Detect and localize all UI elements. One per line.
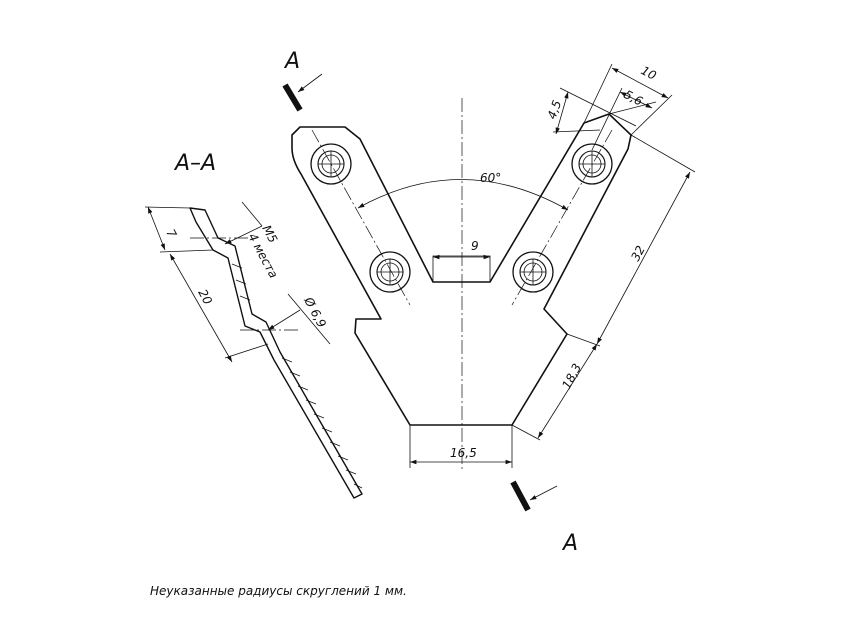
section-end-dimension: 7 xyxy=(163,227,179,241)
section-marker-bottom: A xyxy=(510,480,578,556)
svg-text:A: A xyxy=(283,49,300,74)
width-top-dimension: 10 xyxy=(639,63,659,83)
section-title: A–A xyxy=(173,151,216,176)
hole-mid-right xyxy=(512,251,554,293)
edge-offset-dimension: 4,5 xyxy=(545,98,565,121)
hole-mid-left xyxy=(369,251,411,293)
hole-top-right xyxy=(571,143,613,185)
length-lower-dimension: 18,3 xyxy=(559,361,584,391)
section-marker-top: A xyxy=(282,49,323,112)
hole-top-left xyxy=(310,143,352,185)
section-view xyxy=(189,207,363,499)
bore-diameter-dimension: Ø 6,9 xyxy=(301,294,329,330)
part-outline xyxy=(291,113,632,426)
section-spacing-dimension: 20 xyxy=(195,287,215,307)
slot-width-dimension: 9 xyxy=(471,239,479,253)
length-long-dimension: 32 xyxy=(628,243,648,263)
footnote: Неуказанные радиусы скруглений 1 мм. xyxy=(150,584,407,598)
svg-text:A: A xyxy=(561,531,578,556)
angle-dimension: 60° xyxy=(480,171,501,185)
base-width-dimension: 16,5 xyxy=(450,446,477,460)
